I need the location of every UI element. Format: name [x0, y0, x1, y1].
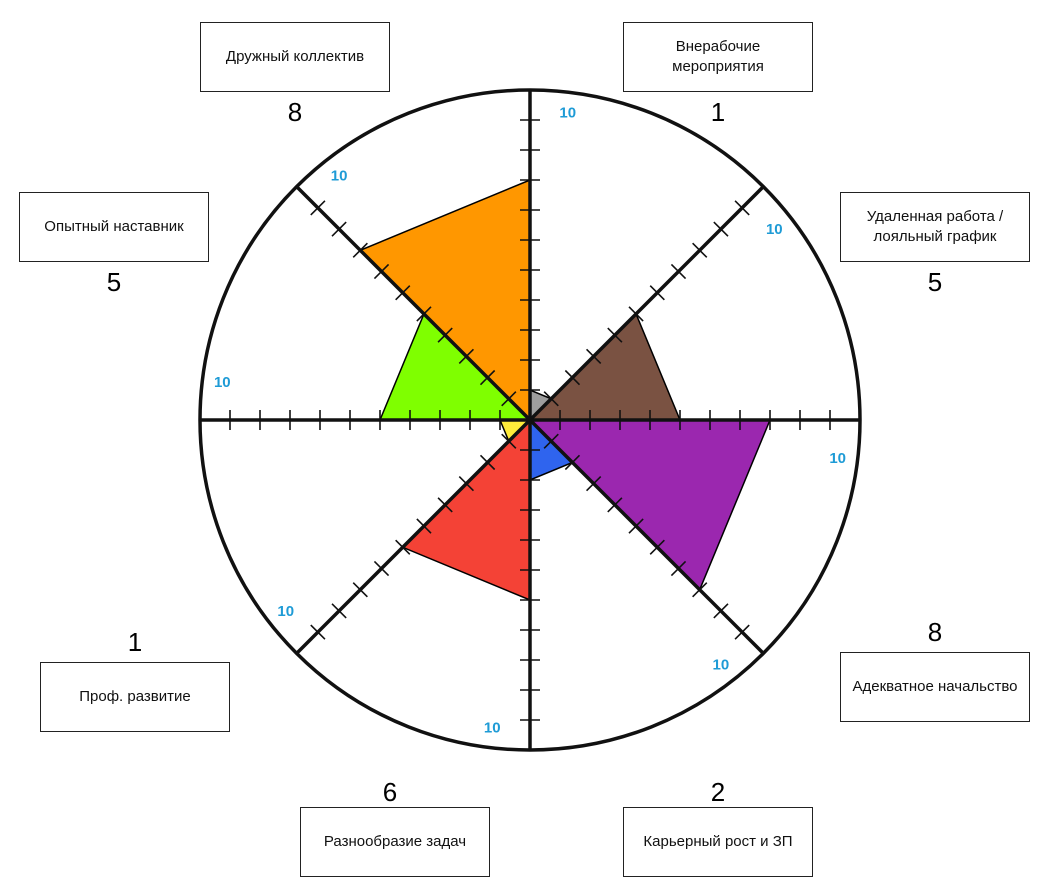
tick-8-8	[352, 242, 368, 258]
label-box-task-variety: Разнообразие задач	[300, 807, 490, 877]
score-mentor: 5	[106, 267, 122, 297]
tick-8-1	[501, 391, 517, 407]
tick-4-6	[649, 539, 665, 555]
axis-8	[295, 185, 532, 422]
tick-2-4	[607, 327, 623, 343]
tick-4-10	[734, 624, 750, 640]
max-label-2: 10	[766, 221, 783, 238]
tick-8-5	[416, 306, 432, 322]
label-box-career-growth: Карьерный рост и ЗП	[623, 807, 813, 877]
tick-6-7	[373, 560, 390, 577]
axis-2	[528, 185, 765, 422]
max-label-1: 10	[559, 104, 576, 121]
tick-4-9	[713, 603, 729, 619]
axis-6	[295, 418, 532, 655]
label-box-friendly-team: Дружный коллектив	[200, 22, 390, 92]
tick-6-6	[395, 539, 411, 555]
label-career-growth: Карьерный рост и ЗП	[643, 833, 793, 850]
label-box-adequate-management: Адекватное начальство	[840, 652, 1030, 722]
score-remote-work: 5	[927, 267, 943, 297]
tick-8-2	[479, 369, 496, 386]
tick-2-7	[670, 263, 687, 280]
tick-8-3	[458, 348, 474, 364]
tick-2-5	[628, 306, 644, 322]
tick-6-2	[479, 454, 496, 471]
label-box-offwork-events: Внерабочие мероприятия	[623, 22, 813, 92]
tick-6-1	[501, 433, 517, 449]
tick-6-9	[331, 603, 347, 619]
label-task-variety: Разнообразие задач	[323, 833, 467, 850]
tick-4-1	[543, 433, 559, 449]
tick-2-3	[586, 348, 602, 364]
score-friendly-team: 8	[287, 97, 303, 127]
sector-5	[401, 418, 531, 602]
tick-6-3	[458, 476, 474, 492]
tick-8-10	[310, 200, 326, 216]
label-box-remote-work: Удаленная работа / лояльный график	[840, 192, 1030, 262]
label-adequate-management: Адекватное начальство	[852, 678, 1018, 695]
tick-4-8	[692, 582, 708, 598]
axis-4	[528, 418, 765, 655]
score-adequate-management: 8	[927, 617, 943, 647]
max-label-8: 10	[331, 168, 348, 185]
max-label-7: 10	[214, 374, 231, 391]
tick-8-7	[373, 263, 390, 280]
label-friendly-team: Дружный коллектив	[225, 48, 365, 65]
tick-4-5	[628, 518, 644, 534]
tick-8-6	[395, 285, 411, 301]
score-offwork-events: 1	[710, 97, 726, 127]
tick-6-5	[416, 518, 432, 534]
label-offwork-events: Внерабочие мероприятия	[672, 38, 764, 75]
tick-4-3	[586, 476, 602, 492]
tick-2-10	[734, 200, 750, 216]
tick-6-8	[352, 582, 368, 598]
tick-2-6	[649, 285, 665, 301]
tick-2-8	[692, 242, 708, 258]
sector-3	[528, 419, 772, 592]
tick-2-2	[564, 369, 581, 386]
label-remote-work: Удаленная работа / лояльный график	[866, 208, 1004, 245]
tick-4-7	[670, 560, 687, 577]
max-label-6: 10	[277, 603, 294, 620]
label-mentor: Опытный наставник	[44, 218, 184, 235]
tick-8-9	[331, 221, 347, 237]
max-label-4: 10	[713, 656, 730, 673]
score-prof-development: 1	[127, 627, 143, 657]
score-task-variety: 6	[382, 777, 398, 807]
tick-4-2	[564, 454, 581, 471]
label-prof-development: Проф. развитие	[79, 688, 191, 705]
tick-8-4	[437, 327, 453, 343]
max-label-5: 10	[484, 720, 501, 737]
sector-2	[528, 312, 682, 421]
label-box-prof-development: Проф. развитие	[40, 662, 230, 732]
tick-2-1	[543, 391, 559, 407]
score-career-growth: 2	[710, 777, 726, 807]
max-label-3: 10	[829, 450, 846, 467]
tick-6-4	[437, 497, 453, 513]
tick-6-10	[310, 624, 326, 640]
tick-2-9	[713, 221, 729, 237]
tick-4-4	[607, 497, 623, 513]
label-box-mentor: Опытный наставник	[19, 192, 209, 262]
